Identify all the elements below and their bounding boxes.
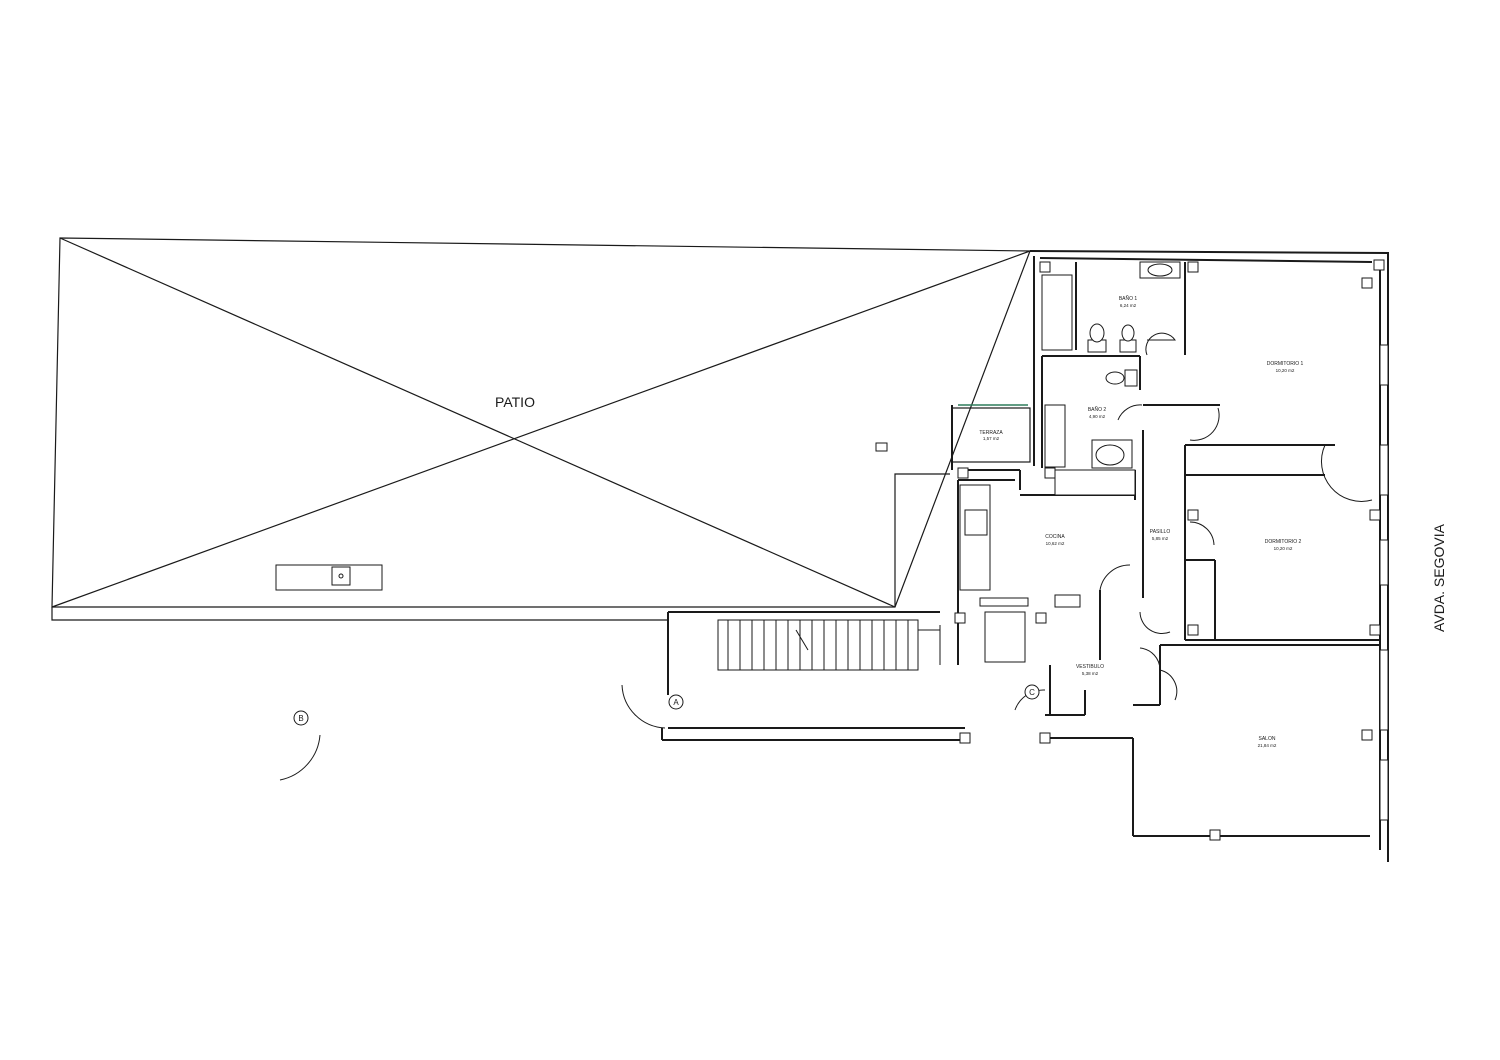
room-name-vestibulo: VESTIBULO <box>1076 664 1104 670</box>
bathroom-fixtures <box>1041 261 1181 496</box>
marker-b-circle <box>293 710 309 726</box>
room-name-bano2: BAÑO 2 <box>1088 406 1107 413</box>
room-name-pasillo: PASILLO <box>1150 529 1171 535</box>
room-name-bano1: BAÑO 1 <box>1119 295 1138 302</box>
street-label: AVDA. SEGOVIA <box>1431 523 1447 632</box>
room-area-bano1: 6,24 m2 <box>1120 303 1137 308</box>
marker-b: B <box>298 714 303 723</box>
marker-c-circle <box>1024 684 1040 700</box>
room-area-cocina: 10,62 m2 <box>1046 541 1065 546</box>
staircase <box>717 619 941 671</box>
doors <box>279 332 1373 781</box>
building-shell <box>1029 250 1389 862</box>
kitchen-fixtures <box>275 484 1081 663</box>
room-name-dorm2: DORMITORIO 2 <box>1265 539 1302 545</box>
room-name-terraza: TERRAZA <box>979 430 1003 436</box>
room-area-dorm2: 10,20 m2 <box>1274 546 1293 551</box>
room-area-pasillo: 5,85 m2 <box>1152 536 1169 541</box>
room-name-cocina: COCINA <box>1045 534 1065 540</box>
patio-area <box>51 237 1031 621</box>
room-area-vestibulo: 5,38 m2 <box>1082 671 1099 676</box>
room-area-bano2: 4,90 m2 <box>1089 414 1106 419</box>
circle-markers: A B C <box>293 684 1040 726</box>
columns <box>954 259 1385 841</box>
room-area-dorm1: 10,20 m2 <box>1276 368 1295 373</box>
room-area-salon: 21,84 m2 <box>1258 743 1277 748</box>
room-labels: BAÑO 1 6,24 m2 BAÑO 2 4,90 m2 TERRAZA 1,… <box>979 295 1303 748</box>
marker-c: C <box>1029 688 1035 697</box>
room-name-salon: SALON <box>1259 736 1276 742</box>
room-name-dorm1: DORMITORIO 1 <box>1267 361 1304 367</box>
marker-a: A <box>673 698 679 707</box>
room-area-terraza: 1,57 m2 <box>983 436 1000 441</box>
facade-windows <box>1379 344 1389 821</box>
patio-label: PATIO <box>495 394 535 410</box>
interior-walls <box>661 262 1380 741</box>
marker-a-circle <box>668 694 684 710</box>
